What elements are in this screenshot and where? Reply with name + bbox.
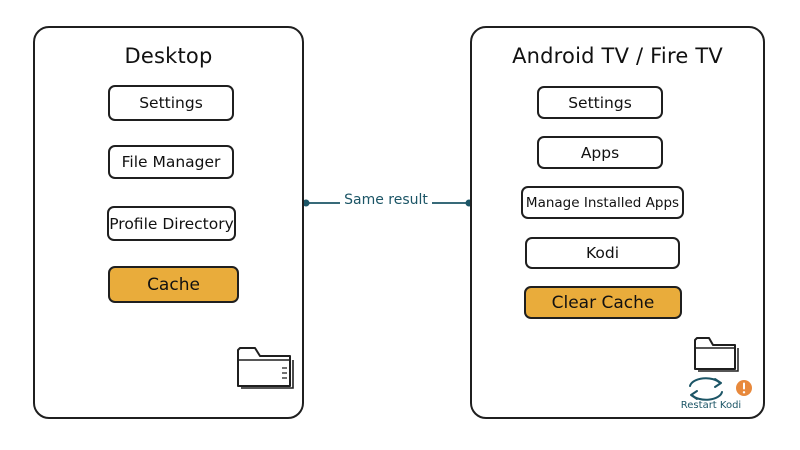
android-step-apps: Apps bbox=[537, 136, 663, 169]
android-step-kodi: Kodi bbox=[525, 237, 680, 269]
android-panel: Android TV / Fire TV Settings Apps Manag… bbox=[470, 26, 765, 419]
link-endpoint-left bbox=[302, 199, 310, 207]
refresh-cycle-icon bbox=[689, 377, 723, 401]
same-result-label: Same result bbox=[340, 192, 432, 208]
desktop-step-file-manager: File Manager bbox=[108, 145, 234, 179]
desktop-step-cache: Cache bbox=[108, 266, 239, 303]
restart-kodi-label: Restart Kodi bbox=[680, 400, 742, 411]
desktop-panel: Desktop Settings File Manager Profile Di… bbox=[33, 26, 304, 419]
android-step-settings: Settings bbox=[537, 86, 663, 119]
desktop-step-settings: Settings bbox=[108, 85, 234, 121]
android-step-manage-installed-apps: Manage Installed Apps bbox=[521, 186, 684, 219]
desktop-step-profile-directory: Profile Directory bbox=[107, 206, 236, 241]
folder-icon bbox=[694, 337, 739, 372]
desktop-title: Desktop bbox=[124, 44, 213, 68]
android-step-clear-cache: Clear Cache bbox=[524, 286, 682, 319]
android-title: Android TV / Fire TV bbox=[512, 44, 723, 68]
exclamation-alert-icon bbox=[736, 380, 752, 396]
folder-icon bbox=[237, 347, 294, 389]
